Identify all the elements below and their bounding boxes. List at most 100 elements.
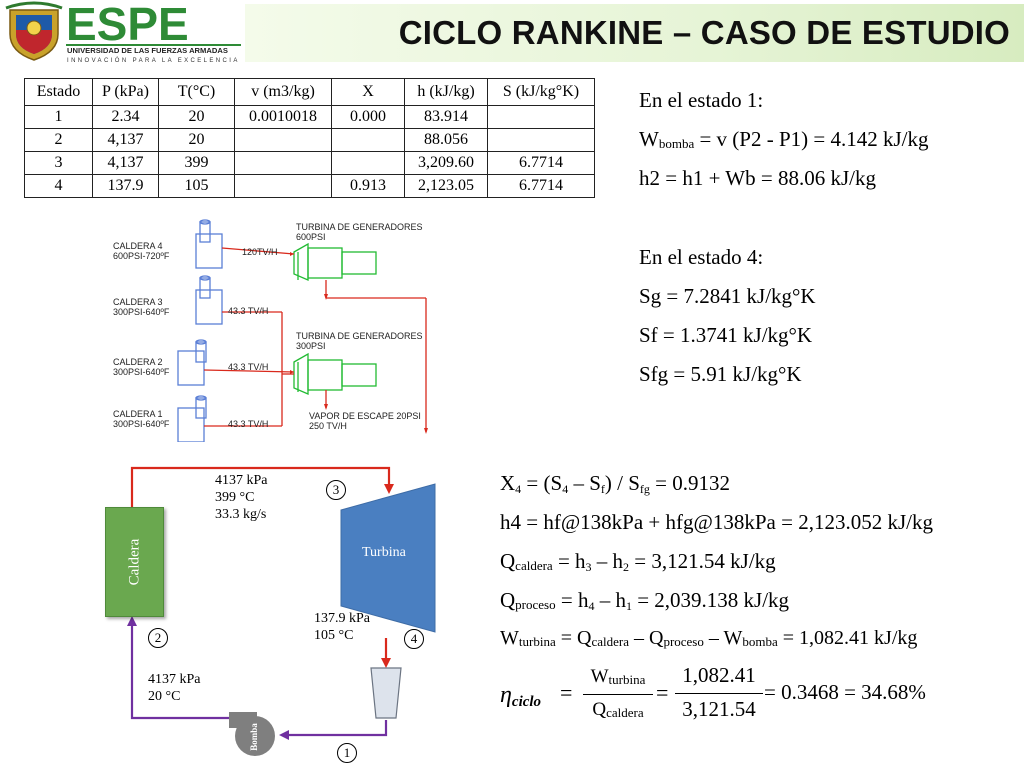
table-row: 4 137.9 105 0.913 2,123.05 6.7714: [24, 174, 595, 198]
frac-sub: caldera: [606, 705, 644, 720]
table-cell: [331, 151, 405, 175]
turbine1-spec: 600PSI: [296, 232, 326, 242]
table-cell: 137.9: [92, 174, 159, 198]
logo-wordmark: ESPE: [66, 0, 189, 50]
eq-sub: proceso: [515, 597, 556, 612]
eq-part: – h: [594, 588, 626, 612]
state4-pressure: 137.9 kPa: [314, 611, 370, 626]
eq-part: – h: [591, 549, 624, 573]
h4-equation: h4 = hf@138kPa + hfg@138kPa = 2,123.052 …: [500, 510, 933, 534]
state1-heading: En el estado 1:: [639, 88, 764, 112]
caldera1-name: CALDERA 1: [113, 409, 163, 419]
frac-part: Q: [592, 699, 607, 720]
eq-part: W: [639, 127, 659, 151]
table-header: T(°C): [158, 78, 235, 106]
table-header: S (kJ/kg°K): [487, 78, 595, 106]
logo-motto: INNOVACIÓN PARA LA EXCELENCIA: [67, 57, 240, 64]
logo-subtitle: UNIVERSIDAD DE LAS FUERZAS ARMADAS: [67, 46, 228, 55]
table-cell: 0.913: [331, 174, 405, 198]
table-header: X: [331, 78, 405, 106]
eta-result: = 0.3468 = 34.68%: [764, 680, 926, 704]
eta-letter: η: [500, 682, 512, 708]
state2-conditions: 4137 kPa 20 °C: [148, 671, 201, 705]
caldera2-name: CALDERA 2: [113, 357, 163, 367]
table-header: Estado: [24, 78, 93, 106]
qproceso-equation: Qproceso = h4 – h1 = 2,039.138 kJ/kg: [500, 588, 789, 614]
table-cell: 6.7714: [487, 174, 595, 198]
flow-caldera1: 43.3 TV/H: [228, 419, 269, 429]
eq-part: = h: [552, 549, 586, 573]
state4-temperature: 105 °C: [314, 628, 354, 643]
eq-sub: caldera: [515, 558, 553, 573]
table-row: 2 4,137 20 88.056: [24, 128, 595, 152]
state3-massflow: 33.3 kg/s: [215, 507, 267, 522]
table-cell: 20: [158, 128, 235, 152]
caldera4-name: CALDERA 4: [113, 241, 163, 251]
state-table: Estado P (kPa) T(°C) v (m3/kg) X h (kJ/k…: [24, 78, 595, 198]
eq-sub: fg: [639, 482, 650, 496]
table-cell: [487, 105, 595, 129]
eq-part: = 2,039.138 kJ/kg: [631, 588, 790, 612]
eq-part: = (S: [521, 471, 563, 495]
espe-crest-icon: ESPE UNIVERSIDAD DE LAS FUERZAS ARMADAS …: [5, 0, 241, 64]
table-cell: 6.7714: [487, 151, 595, 175]
frac-sub: turbina: [608, 672, 646, 687]
fraction2-numerator: 1,082.41: [682, 663, 756, 687]
table-cell: 0.000: [331, 105, 405, 129]
table-cell: 3,209.60: [404, 151, 488, 175]
caldera-box: Caldera: [105, 507, 164, 617]
eq-sub: proceso: [663, 634, 704, 649]
sfg-equation: Sfg = 5.91 kJ/kg°K: [639, 362, 802, 386]
table-cell: 2.34: [92, 105, 159, 129]
state-marker-4: 4: [404, 629, 424, 649]
table-row: 1 2.34 20 0.0010018 0.000 83.914: [24, 105, 595, 129]
caldera1-spec: 300PSI-640ºF: [113, 419, 170, 429]
fraction1-denominator: Qcaldera: [583, 699, 653, 721]
state-marker-3: 3: [326, 480, 346, 500]
eq-part: – S: [568, 471, 601, 495]
eta-symbol: ηciclo: [500, 682, 541, 711]
table-cell: 20: [158, 105, 235, 129]
table-cell: 1: [24, 105, 93, 129]
table-cell: 399: [158, 151, 235, 175]
caldera2-spec: 300PSI-640ºF: [113, 367, 170, 377]
caldera-label: Caldera: [126, 538, 142, 586]
state-marker-1: 1: [337, 743, 357, 763]
eq-part: W: [500, 627, 519, 649]
h2-equation: h2 = h1 + Wb = 88.06 kJ/kg: [639, 166, 876, 190]
wbomba-equation: Wbomba = v (P2 - P1) = 4.142 kJ/kg: [639, 127, 929, 152]
page-title: CICLO RANKINE – CASO DE ESTUDIO: [398, 14, 1010, 51]
table-cell: [487, 128, 595, 152]
eq-sub: bomba: [742, 634, 778, 649]
state2-temperature: 20 °C: [148, 689, 181, 704]
equals-sign-1: =: [560, 680, 573, 705]
fraction1-numerator: Wturbina: [583, 666, 653, 688]
table-cell: [234, 174, 332, 198]
eq-part: Q: [500, 588, 516, 612]
plant-diagram: [177, 219, 428, 442]
x4-equation: X4 = (S4 – Sf) / Sfg = 0.9132: [500, 471, 730, 497]
eq-part: = 0.9132: [649, 471, 730, 495]
table-cell: [234, 128, 332, 152]
caldera3-name: CALDERA 3: [113, 297, 163, 307]
espe-logo: ESPE UNIVERSIDAD DE LAS FUERZAS ARMADAS …: [0, 0, 245, 66]
eq-sub: 4: [562, 482, 569, 496]
flow-caldera2: 43.3 TV/H: [228, 362, 269, 372]
turbine2-name: TURBINA DE GENERADORES: [296, 331, 423, 341]
table-header: h (kJ/kg): [404, 78, 488, 106]
table-cell: 2: [24, 128, 93, 152]
state4-heading: En el estado 4:: [639, 245, 764, 269]
eq-part: X: [500, 471, 516, 495]
eq-part: ) / S: [604, 471, 640, 495]
table-cell: 0.0010018: [234, 105, 332, 129]
state2-pressure: 4137 kPa: [148, 672, 201, 687]
table-cell: 105: [158, 174, 235, 198]
eq-sub: turbina: [518, 634, 556, 649]
bomba-label-wrap: Bomba: [247, 722, 261, 752]
state3-temperature: 399 °C: [215, 490, 255, 505]
flow-caldera4: 120TV/H: [242, 247, 278, 257]
